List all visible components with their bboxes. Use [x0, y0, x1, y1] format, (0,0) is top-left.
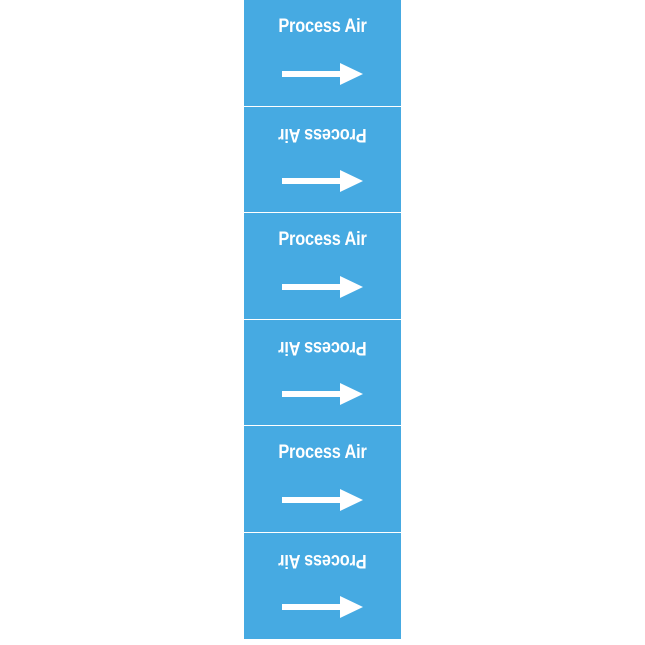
- pipe-marker-segment: Process Air: [244, 532, 401, 639]
- pipe-marker-text: Process Air: [278, 123, 367, 145]
- arrow-right-icon: [282, 382, 363, 405]
- pipe-marker-segment: Process Air: [244, 213, 401, 320]
- pipe-marker-text: Process Air: [278, 549, 367, 571]
- arrow-right-icon: [282, 63, 363, 85]
- pipe-marker-segment: Process Air: [244, 426, 401, 533]
- pipe-marker-text: Process Air: [278, 16, 367, 37]
- pipe-marker-strip: Process Air Process Air Process Air Proc…: [244, 0, 401, 645]
- arrow-right-icon: [282, 169, 363, 192]
- arrow-right-icon: [282, 595, 363, 618]
- pipe-marker-segment: Process Air: [244, 106, 401, 213]
- pipe-marker-text: Process Air: [278, 442, 367, 463]
- pipe-marker-text: Process Air: [278, 336, 367, 358]
- pipe-marker-segment: Process Air: [244, 0, 401, 107]
- pipe-marker-segment: Process Air: [244, 319, 401, 426]
- arrow-right-icon: [282, 276, 363, 298]
- pipe-marker-text: Process Air: [278, 229, 367, 250]
- arrow-right-icon: [282, 489, 363, 511]
